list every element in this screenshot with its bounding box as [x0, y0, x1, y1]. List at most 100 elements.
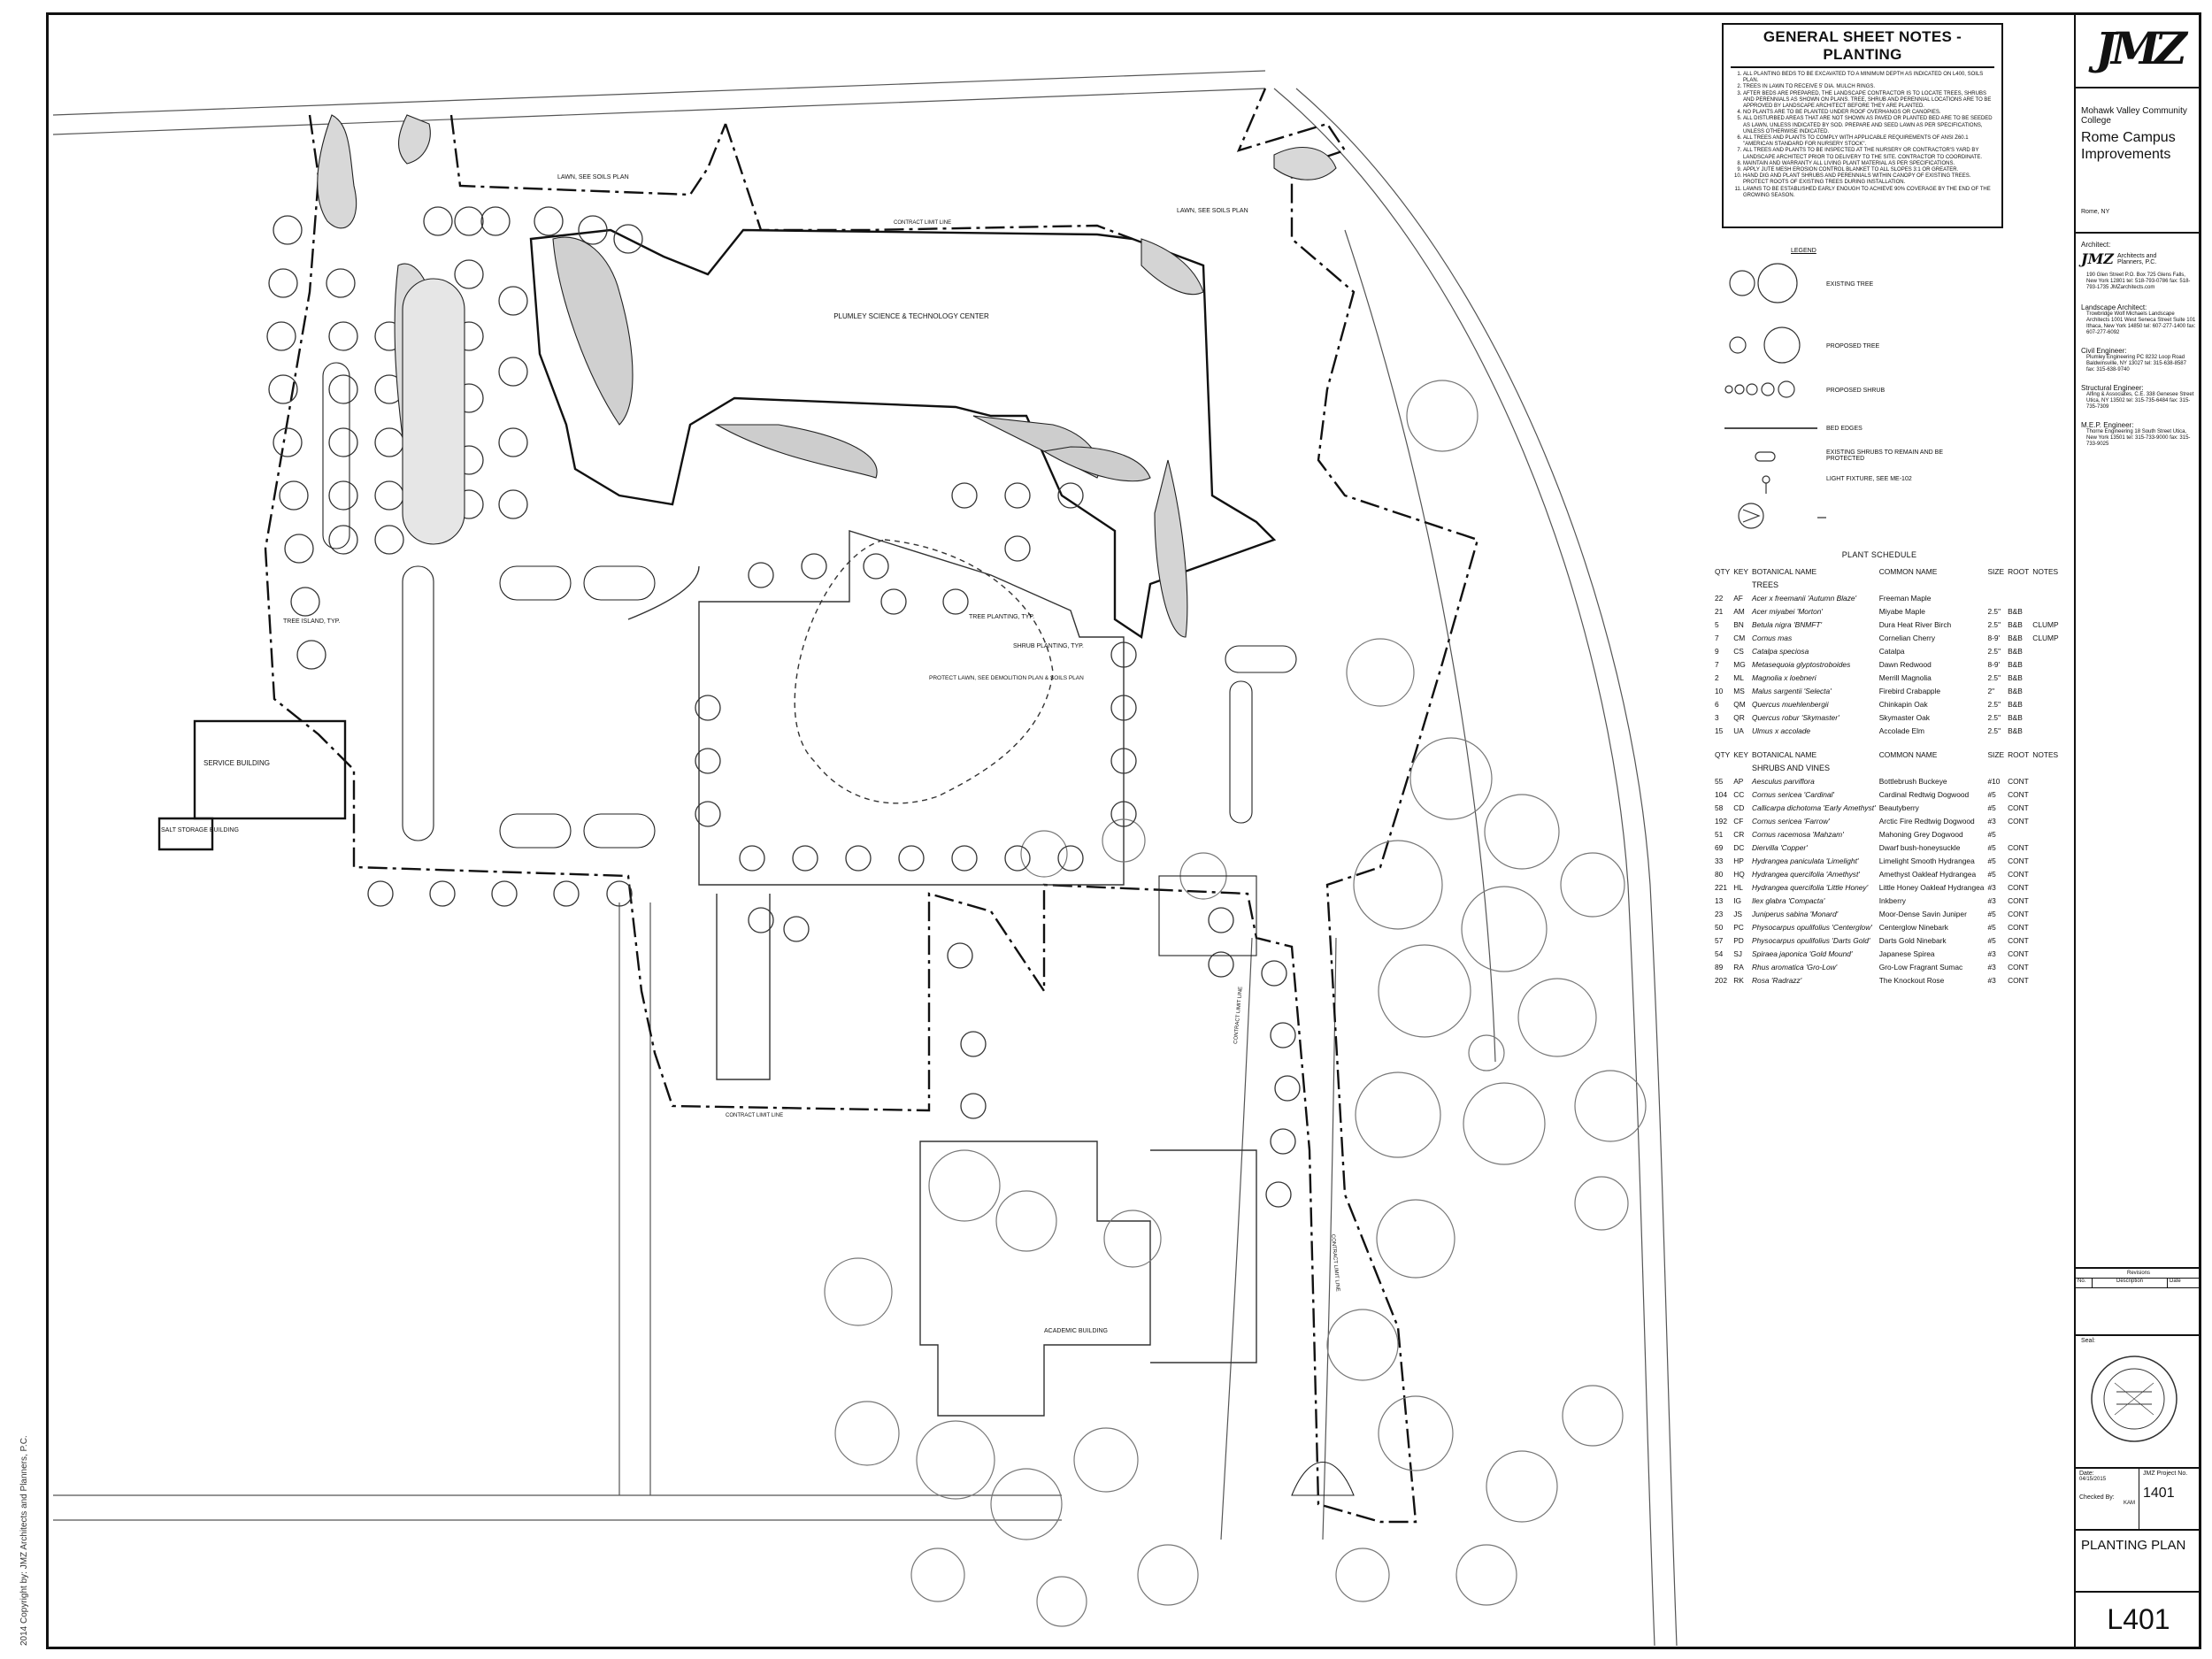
mep-role: M.E.P. Engineer: — [2081, 421, 2134, 429]
table-cell — [2031, 947, 2060, 960]
schedule-section-label: SHRUBS AND VINES — [1751, 763, 1831, 772]
table-cell: B&B — [2008, 633, 2023, 642]
legend: LEGEND EXISTING TREE PROPOSED TREE PROPO… — [1720, 248, 2003, 531]
date-section: Date: 04/15/2015 Checked By: KAM JMZ Pro… — [2076, 1469, 2201, 1531]
table-cell: Callicarpa dichotoma 'Early Amethyst' — [1751, 803, 1876, 812]
table-cell: 69 — [1715, 842, 1724, 852]
table-cell: CM — [1733, 633, 1746, 642]
proposed-tree-icon — [1763, 326, 1801, 364]
table-cell: Beautyberry — [1878, 803, 1919, 812]
schedule-spacer — [1713, 987, 2061, 997]
table-cell — [2006, 591, 2031, 604]
schedule-header-cell: SIZE — [1987, 566, 2005, 576]
table-cell: #10 — [1987, 776, 2001, 786]
table-cell — [2031, 604, 2060, 618]
table-cell: Hydrangea quercifolia 'Amethyst' — [1751, 869, 1860, 879]
professional-seal-icon — [2091, 1356, 2177, 1442]
table-cell: #3 — [1987, 816, 1996, 826]
table-cell: 54 — [1715, 949, 1724, 958]
proposed-shrub-icon — [1778, 380, 1795, 398]
architect-role: Architect: — [2081, 241, 2111, 249]
checked-value: KAM — [2123, 1501, 2135, 1506]
schedule-section-row: TREES — [1713, 578, 2061, 591]
revisions-section: Revisions No. Description Date — [2076, 1269, 2201, 1336]
existing-shrubs-icon — [1755, 451, 1776, 462]
table-cell: CONT — [2008, 895, 2029, 905]
label-contract-limit-1: CONTRACT LIMIT LINE — [894, 220, 951, 226]
sheet-title: PLANTING PLAN — [2081, 1538, 2186, 1553]
existing-tree-icon — [1757, 263, 1798, 303]
table-cell: B&B — [2008, 659, 2023, 669]
table-cell: #5 — [1987, 922, 1996, 932]
table-cell: Gro-Low Fragrant Sumac — [1878, 962, 1963, 972]
table-cell: B&B — [2008, 686, 2023, 695]
legend-symbols — [1724, 263, 1826, 529]
table-cell: 192 — [1715, 816, 1727, 826]
table-cell: RK — [1733, 975, 1744, 985]
table-cell: 2.5" — [1987, 619, 2001, 629]
table-cell: Firebird Crabapple — [1878, 686, 1941, 695]
schedule-title: PLANT SCHEDULE — [1841, 550, 1917, 559]
table-cell: B&B — [2008, 726, 2023, 735]
table-cell: Cornus sericea 'Cardinal' — [1751, 789, 1835, 799]
table-cell: Juniperus sabina 'Monard' — [1751, 909, 1839, 918]
table-cell: 6 — [1715, 699, 1719, 709]
table-cell: Ulmus x accolade — [1751, 726, 1811, 735]
project-number: 1401 — [2143, 1486, 2175, 1501]
table-cell: #5 — [1987, 842, 1996, 852]
project-name: Rome Campus Improvements — [2081, 130, 2176, 162]
table-cell: 22 — [1715, 593, 1724, 603]
table-cell: CONT — [2008, 909, 2029, 918]
table-cell — [2031, 644, 2060, 657]
table-cell: Amethyst Oakleaf Hydrangea — [1878, 869, 1977, 879]
table-cell: AF — [1733, 593, 1743, 603]
table-cell: CONT — [2008, 962, 2029, 972]
label-contract-limit-2: CONTRACT LIMIT LINE — [726, 1113, 783, 1118]
table-cell — [2031, 684, 2060, 697]
label-science-center: PLUMLEY SCIENCE & TECHNOLOGY CENTER — [833, 312, 989, 320]
table-cell: JS — [1733, 909, 1742, 918]
sheet-number: L401 — [2107, 1603, 2170, 1635]
table-cell: Little Honey Oakleaf Hydrangea — [1878, 882, 1985, 892]
table-cell: BN — [1733, 619, 1744, 629]
table-cell: 10 — [1715, 686, 1724, 695]
seal-section: Seal: — [2076, 1336, 2201, 1469]
table-cell: B&B — [2008, 712, 2023, 722]
note-item: MAINTAIN AND WARRANTY ALL LIVING PLANT M… — [1743, 161, 1994, 167]
table-cell: PD — [1733, 935, 1744, 945]
table-cell: Accolade Elm — [1878, 726, 1924, 735]
table-cell: #5 — [1987, 803, 1996, 812]
table-cell: CONT — [2008, 935, 2029, 945]
legend-bed-edges: BED EDGES — [1826, 426, 1863, 432]
label-service-building: SERVICE BUILDING — [204, 759, 270, 767]
table-cell: Spiraea japonica 'Gold Mound' — [1751, 949, 1853, 958]
table-cell: 8-9' — [1987, 659, 2001, 669]
table-cell — [2031, 801, 2060, 814]
table-cell: Skymaster Oak — [1878, 712, 1930, 722]
landscape-firm: Trowbridge Wolf Michaels Landscape Archi… — [2086, 311, 2196, 335]
table-cell: 7 — [1715, 633, 1719, 642]
label-academic-building: ACADEMIC BUILDING — [1044, 1328, 1108, 1334]
table-cell: #5 — [1987, 789, 1996, 799]
table-cell: 80 — [1715, 869, 1724, 879]
table-cell — [1985, 591, 2006, 604]
project-no-label: JMZ Project No. — [2143, 1471, 2188, 1477]
table-cell: #5 — [1987, 909, 1996, 918]
table-cell: Dwarf bush-honeysuckle — [1878, 842, 1961, 852]
table-cell: 23 — [1715, 909, 1724, 918]
note-item: ALL TREES AND PLANTS TO BE INSPECTED AT … — [1743, 148, 1994, 160]
table-cell — [2031, 710, 2060, 724]
